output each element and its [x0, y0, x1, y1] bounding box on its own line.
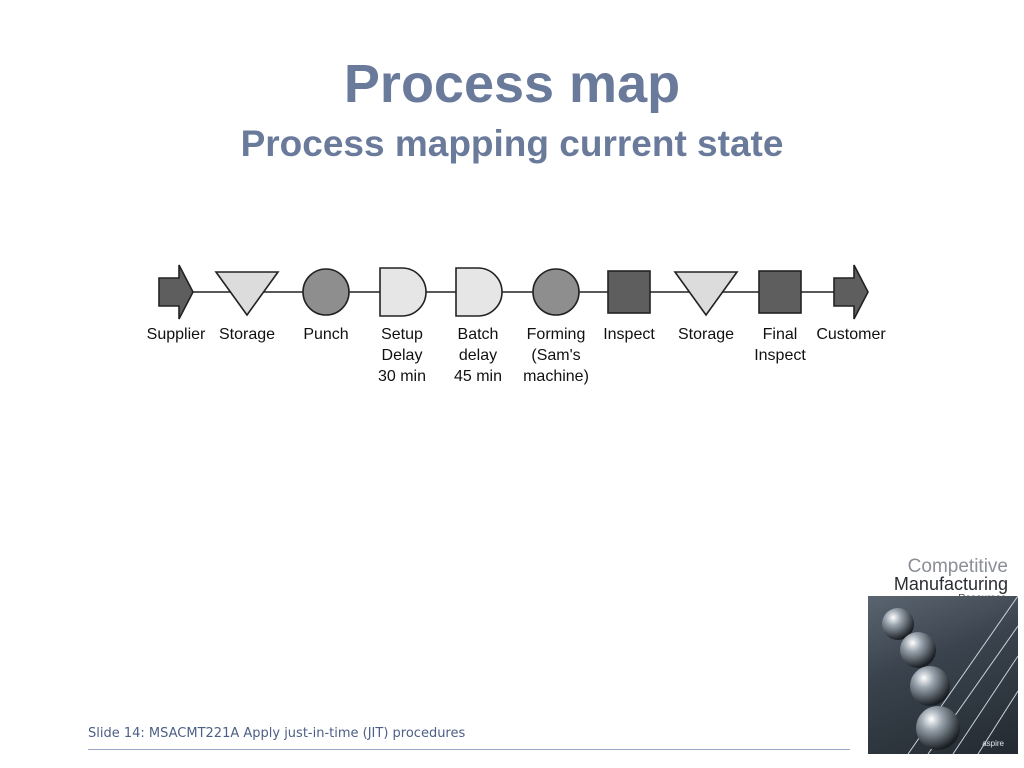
slide-subtitle: Process mapping current state — [240, 123, 784, 164]
logo-line-1: Competitive — [907, 556, 1008, 577]
step-2-triangle-shape — [214, 271, 280, 317]
step-3-circle-shape — [302, 268, 350, 316]
slide-footer: Slide 14: MSACMT221A Apply just-in-time … — [88, 726, 466, 741]
step-8-label-line-1: Storage — [678, 326, 734, 343]
step-4-label-line-1: Setup — [381, 326, 423, 343]
step-5-label-line-3: 45 min — [454, 368, 502, 385]
footer-divider — [88, 749, 850, 750]
step-4-label-line-3: 30 min — [378, 368, 426, 385]
step-5-label-line-1: Batch — [458, 326, 499, 343]
step-3-label-line-1: Punch — [303, 326, 348, 343]
step-10-arrow-shape — [833, 264, 869, 320]
competitive-manufacturing-logo: Competitive Manufacturing Resources aspi… — [868, 556, 1018, 756]
step-7-label-line-1: Inspect — [603, 326, 655, 343]
step-8-triangle-shape — [673, 271, 739, 317]
step-4-label-line-2: Delay — [382, 347, 423, 364]
step-5-delay-shape — [455, 267, 503, 317]
step-7-square-shape — [607, 270, 651, 314]
step-2-label-line-1: Storage — [219, 326, 275, 343]
step-9-label-line-1: Final — [763, 326, 798, 343]
aspire-brand: aspire — [982, 739, 1004, 748]
newtons-cradle-image: aspire — [868, 596, 1018, 754]
step-6-label-line-3: machine) — [523, 368, 589, 385]
step-4-delay-shape — [379, 267, 427, 317]
step-1-arrow-shape — [158, 264, 194, 320]
step-1-label-line-1: Supplier — [147, 326, 206, 343]
slide-title: Process map — [343, 54, 681, 114]
step-6-label-line-1: Forming — [527, 326, 586, 343]
step-10-label-line-1: Customer — [816, 326, 886, 343]
logo-line-2: Manufacturing — [893, 574, 1008, 594]
step-5-label-line-2: delay — [459, 347, 497, 364]
step-9-square-shape — [758, 270, 802, 314]
step-6-circle-shape — [532, 268, 580, 316]
step-9-label-line-2: Inspect — [754, 347, 806, 364]
step-6-label-line-2: (Sam's — [531, 347, 580, 364]
